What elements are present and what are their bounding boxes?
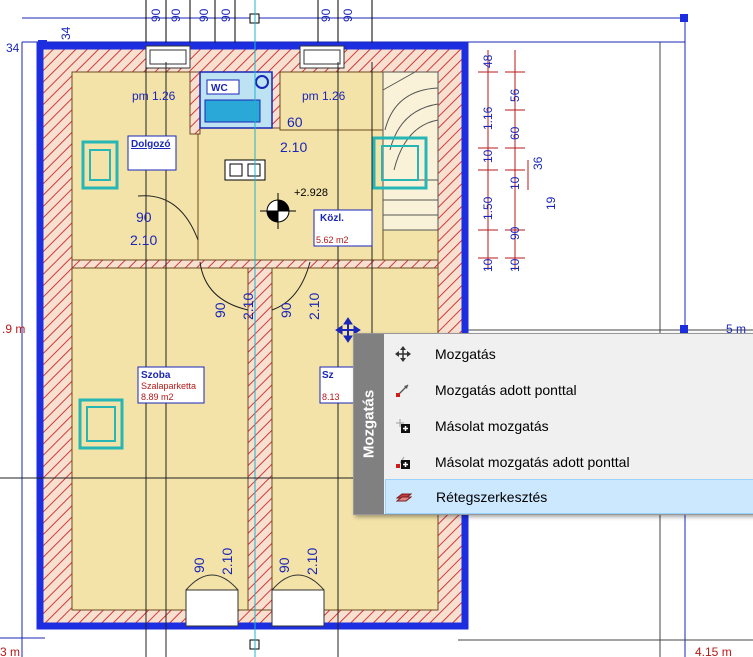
szoba-area: 8.89 m2 [141, 392, 174, 402]
dim-label: 90 [169, 8, 183, 22]
dim-label: 56 [508, 88, 522, 102]
right-dimension-labels: 48 1.16 56 60 10 36 10 1.50 90 19 10 10 [481, 54, 558, 272]
move-icon [385, 345, 421, 362]
dolgozo-label: Dolgozó [131, 139, 170, 150]
dim-label: 90 [197, 8, 211, 22]
dim-label: 90 [319, 8, 333, 22]
kozl-label: Közl. [320, 213, 344, 224]
context-menu: Mozgatás Mozgatás Mozgatás adott ponttal [353, 333, 753, 515]
door-height: 2.10 [280, 139, 307, 155]
szoba-label: Szoba [141, 370, 171, 381]
copy-move-by-point-icon [385, 454, 421, 470]
move-cursor-icon [335, 317, 361, 343]
menu-item-copy-move[interactable]: Másolat mozgatás [385, 408, 753, 443]
copy-move-icon [385, 418, 421, 434]
door-width: 90 [191, 557, 207, 573]
dim-label: 90 [341, 8, 355, 22]
skylight-windows[interactable] [78, 136, 428, 450]
dim-label: 10 [508, 176, 522, 190]
room-labels: pm 1.26 pm 1.26 Dolgozó Szoba Szalaparke… [127, 89, 373, 404]
menu-item-label: Másolat mozgatás [435, 417, 549, 434]
edge-labels: .9 m 5 m 3 m 4.15 m [0, 322, 746, 657]
dim-label: 48 [481, 54, 495, 68]
dim-label: 60 [508, 126, 522, 140]
menu-item-label: Másolat mozgatás adott ponttal [435, 453, 630, 470]
edge-label-bottom-right: 4.15 m [695, 645, 732, 657]
dim-label: 36 [531, 156, 545, 170]
door-width: 90 [212, 302, 228, 318]
edge-label-right: 5 m [726, 322, 746, 336]
stove-icon [224, 159, 266, 181]
pm-label-right: pm 1.26 [302, 89, 346, 103]
door-height: 2.10 [219, 548, 235, 575]
context-menu-title: Mozgatás [360, 389, 378, 459]
door-height: 2.10 [130, 232, 157, 248]
menu-item-label: Mozgatás adott ponttal [435, 381, 577, 398]
level-value: +2.928 [294, 187, 328, 199]
door-height: 2.10 [306, 293, 322, 320]
menu-item-move[interactable]: Mozgatás [385, 336, 753, 371]
door-width: 90 [278, 302, 294, 318]
door-dimension-labels: 90 2.10 60 2.10 90 2.10 90 2.10 90 2.10 … [130, 114, 322, 575]
dim-label: 10 [508, 258, 522, 272]
context-menu-title-bar: Mozgatás [354, 334, 384, 514]
dim-label: 34 [6, 41, 20, 55]
menu-item-layer-edit[interactable]: Rétegszerkesztés [385, 479, 753, 514]
door-width: 90 [276, 557, 292, 573]
wc-label-box [206, 79, 240, 95]
corner-node[interactable] [680, 14, 688, 22]
dim-label: 10 [481, 258, 495, 272]
dim-label: 34 [59, 26, 73, 40]
layer-edit-icon [386, 489, 422, 505]
wc-label: WC [211, 83, 228, 94]
menu-item-copy-move-by-point[interactable]: Másolat mozgatás adott ponttal [385, 444, 753, 479]
door-height: 2.10 [240, 293, 256, 320]
dim-label: 90 [508, 226, 522, 240]
dim-label: 19 [544, 196, 558, 210]
dim-label: 1.50 [481, 196, 495, 220]
szoba2-area: 8.13 [322, 392, 340, 402]
right-dimension-chain [478, 50, 529, 270]
kozl-area: 5.62 m2 [316, 235, 349, 245]
edge-label-bottom-left: 3 m [0, 645, 20, 657]
wc-fixture [204, 99, 261, 123]
dim-label: 90 [219, 8, 233, 22]
dim-label: 1.16 [481, 106, 495, 130]
menu-item-move-by-point[interactable]: Mozgatás adott ponttal [385, 372, 753, 407]
edge-label-left: .9 m [2, 322, 25, 336]
pm-label-left: pm 1.26 [132, 89, 176, 103]
corner-node[interactable] [680, 325, 688, 333]
staircase[interactable] [382, 71, 439, 231]
szoba-sublabel: Szalaparketta [141, 381, 196, 391]
menu-item-label: Rétegszerkesztés [436, 488, 548, 505]
wc-toilet-icon [255, 75, 269, 89]
top-windows[interactable] [145, 45, 345, 69]
door-height: 2.10 [304, 548, 320, 575]
door-width: 90 [136, 209, 152, 225]
bottom-doors[interactable] [185, 574, 325, 627]
menu-item-label: Mozgatás [435, 345, 496, 362]
room-fills [71, 71, 439, 611]
dim-label: 10 [481, 149, 495, 163]
dim-label: 90 [149, 8, 163, 22]
szoba2-label: Sz [322, 370, 334, 381]
top-dimension-labels: 34 34 90 90 90 90 90 90 [6, 8, 355, 55]
door-width: 60 [287, 114, 303, 130]
move-by-point-icon [385, 382, 421, 398]
